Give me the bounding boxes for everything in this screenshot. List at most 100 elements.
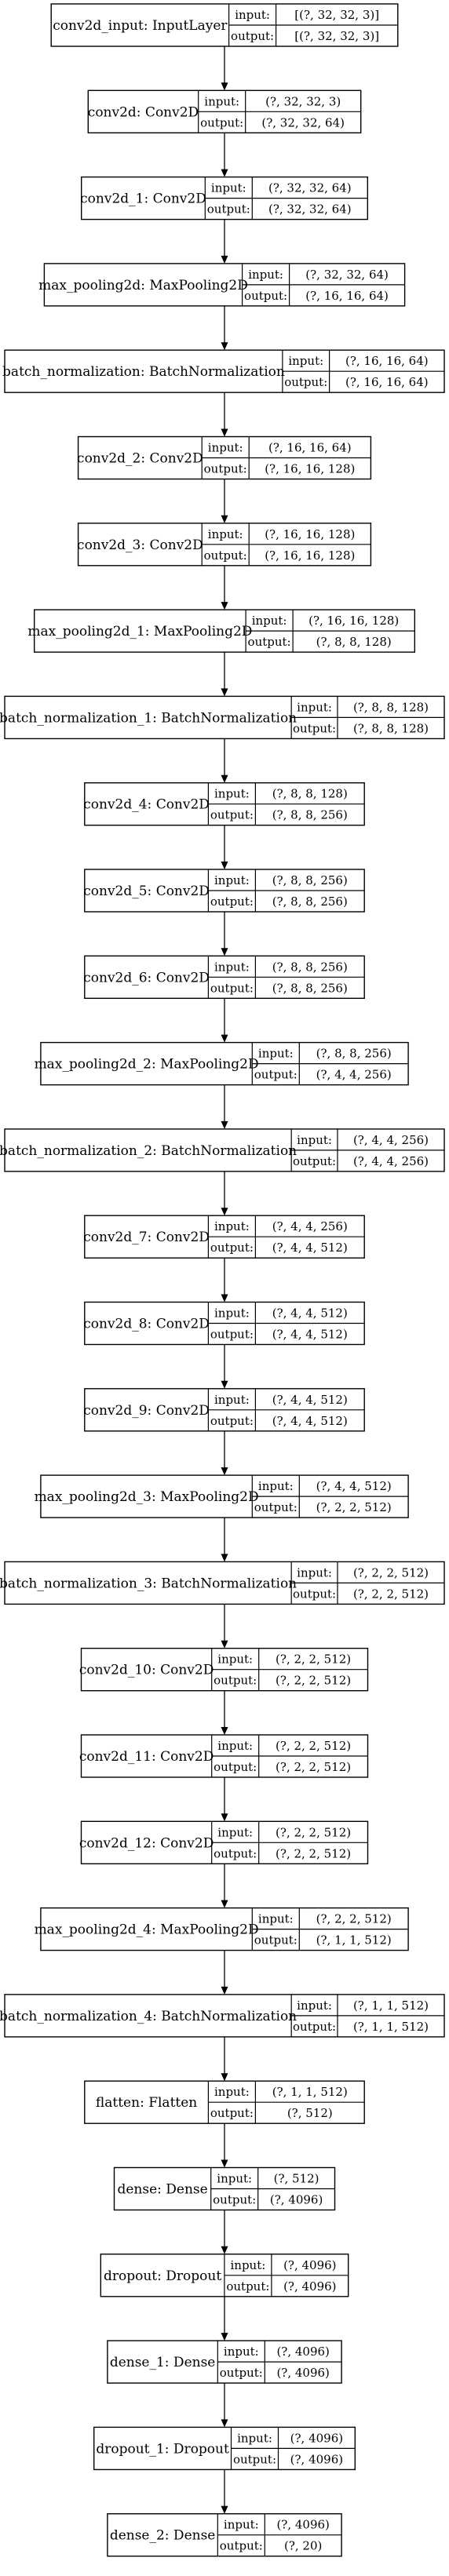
arrowhead-icon (221, 1467, 228, 1476)
input-label: input: (214, 1306, 250, 1321)
output-shape: (?, 4, 4, 256) (316, 1068, 392, 1082)
layer-name: max_pooling2d_2: MaxPooling2D (35, 1057, 259, 1073)
output-label: output: (248, 635, 291, 649)
input-label: input: (217, 1652, 253, 1667)
input-label: input: (217, 2172, 252, 2186)
input-shape: (?, 4096) (276, 2518, 329, 2532)
layer-name: conv2d_8: Conv2D (83, 1317, 210, 1332)
edge-arrow (221, 1084, 228, 1129)
output-shape: (?, 4096) (290, 2452, 343, 2466)
input-label: input: (214, 2085, 250, 2099)
input-shape: (?, 4, 4, 512) (272, 1393, 348, 1407)
layer-node: max_pooling2d_4: MaxPooling2Dinput:outpu… (35, 1907, 409, 1951)
layer-name: conv2d_1: Conv2D (80, 191, 206, 207)
output-label: output: (226, 2279, 269, 2294)
edge-arrow (221, 998, 228, 1043)
edge-arrow (221, 738, 228, 783)
output-shape: (?, 32, 32, 64) (261, 115, 345, 129)
input-label: input: (208, 527, 243, 541)
edge-arrow (221, 219, 228, 264)
edge-arrow (221, 46, 228, 91)
output-shape: (?, 4096) (270, 2193, 323, 2207)
edge-arrow (221, 1690, 228, 1735)
output-label: output: (210, 1241, 254, 1255)
input-label: input: (208, 441, 243, 455)
input-shape: (?, 8, 8, 256) (272, 873, 348, 887)
output-label: output: (207, 202, 250, 217)
output-label: output: (220, 2539, 263, 2553)
input-label: input: (237, 2431, 272, 2445)
output-label: output: (254, 1500, 298, 1514)
output-shape: (?, 4096) (276, 2366, 329, 2380)
input-label: input: (252, 614, 287, 628)
layer-node: batch_normalization_4: BatchNormalizatio… (0, 1994, 445, 2038)
edge-arrow (221, 1950, 228, 1995)
input-label: input: (214, 960, 250, 974)
layer-name: conv2d_7: Conv2D (83, 1230, 210, 1245)
output-shape: (?, 512) (287, 2106, 333, 2120)
output-shape: (?, 16, 16, 128) (265, 462, 355, 476)
output-shape: (?, 8, 8, 256) (272, 981, 348, 995)
arrowhead-icon (221, 774, 228, 783)
input-shape: (?, 32, 32, 64) (305, 268, 389, 282)
input-label: input: (258, 1479, 294, 1493)
output-shape: (?, 32, 32, 64) (268, 202, 352, 217)
input-label: input: (214, 1219, 250, 1233)
input-shape: (?, 8, 8, 256) (272, 960, 348, 974)
arrowhead-icon (221, 1986, 228, 1995)
input-label: input: (217, 1825, 253, 1839)
layer-name: conv2d_11: Conv2D (79, 1749, 214, 1765)
input-shape: (?, 2, 2, 512) (276, 1652, 351, 1667)
edge-arrow (221, 479, 228, 523)
edge-arrow (221, 1604, 228, 1649)
layer-name: max_pooling2d_1: MaxPooling2D (27, 624, 252, 639)
output-label: output: (293, 2020, 336, 2034)
input-shape: (?, 8, 8, 256) (316, 1047, 392, 1061)
input-label: input: (248, 268, 283, 282)
output-label: output: (231, 29, 274, 43)
input-shape: (?, 4, 4, 512) (272, 1306, 348, 1321)
edge-arrow (221, 1430, 228, 1476)
arrowhead-icon (221, 1034, 228, 1043)
input-label: input: (230, 2258, 265, 2272)
input-label: input: (224, 2345, 259, 2359)
input-shape: (?, 2, 2, 512) (276, 1739, 351, 1753)
output-label: output: (200, 115, 243, 129)
input-shape: (?, 4, 4, 256) (272, 1219, 348, 1233)
arrowhead-icon (221, 82, 228, 91)
output-shape: [(?, 32, 32, 3)] (294, 29, 379, 43)
input-shape: (?, 4096) (276, 2345, 329, 2359)
arrowhead-icon (221, 688, 228, 697)
input-label: input: (214, 1393, 250, 1407)
output-label: output: (210, 1414, 254, 1428)
layer-node: batch_normalization_3: BatchNormalizatio… (0, 1561, 445, 1605)
layer-node: batch_normalization: BatchNormalizationi… (2, 349, 445, 393)
output-label: output: (293, 1154, 336, 1168)
output-shape: (?, 16, 16, 64) (345, 375, 429, 389)
edge-arrow (221, 2383, 228, 2428)
output-label: output: (293, 721, 336, 735)
input-shape: (?, 2, 2, 512) (316, 1912, 392, 1926)
input-shape: (?, 1, 1, 512) (272, 2085, 348, 2099)
input-label: input: (211, 181, 246, 195)
layer-name: batch_normalization_3: BatchNormalizatio… (0, 1576, 297, 1591)
input-shape: (?, 2, 2, 512) (276, 1825, 351, 1839)
input-shape: (?, 4, 4, 256) (353, 1133, 429, 1147)
edge-arrow (221, 133, 228, 177)
edge-arrow (221, 1258, 228, 1303)
edge-arrow (221, 392, 228, 437)
input-shape: (?, 2, 2, 512) (353, 1565, 429, 1579)
output-shape: (?, 8, 8, 128) (316, 635, 392, 649)
output-label: output: (254, 1933, 298, 1947)
arrowhead-icon (221, 2505, 228, 2514)
output-label: output: (293, 1587, 336, 1601)
output-shape: (?, 2, 2, 512) (353, 1587, 429, 1601)
